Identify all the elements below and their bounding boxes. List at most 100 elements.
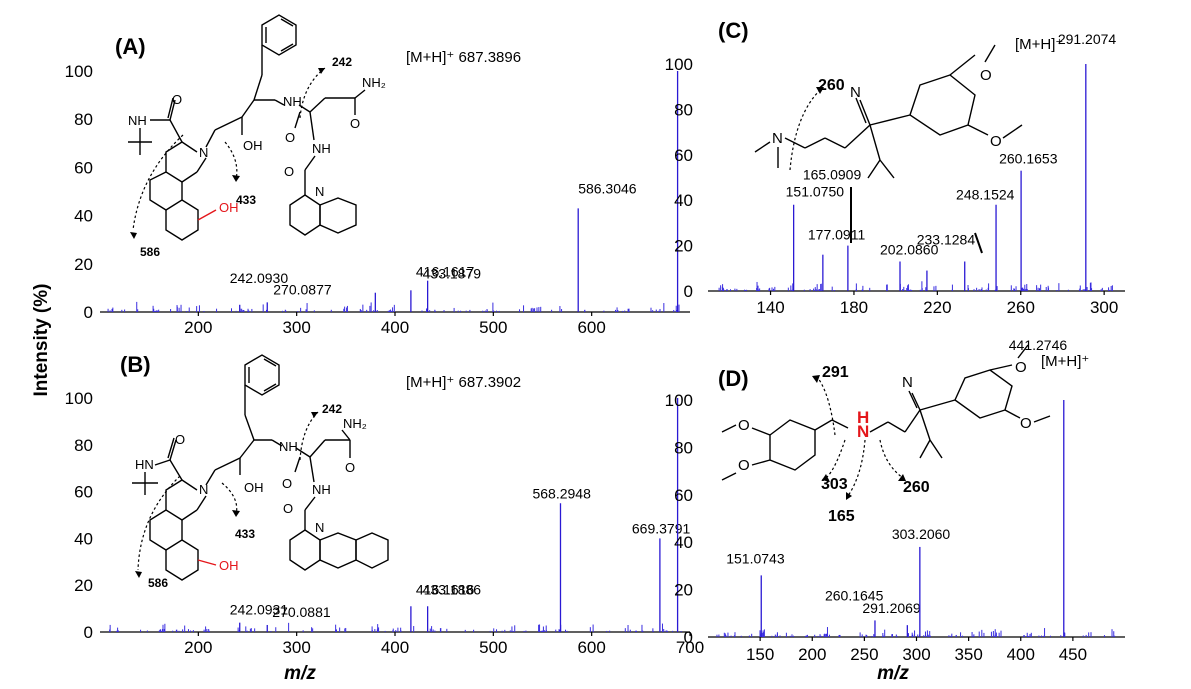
x-tick-label: 250 — [850, 645, 878, 664]
structure-d: O O H N N O O 291 303 165 — [721, 344, 1051, 525]
structure-b-nh-2: NH — [279, 439, 298, 454]
structure-c-o-1: O — [980, 67, 992, 84]
structure-a-o-2: O — [285, 130, 295, 145]
peak-label: 433.1879 — [423, 266, 482, 282]
x-tick-label: 500 — [479, 638, 507, 657]
peak-label: 233.1284 — [917, 231, 976, 247]
x-tick-label: 400 — [381, 318, 409, 337]
x-tick-label: 220 — [923, 298, 951, 317]
structure-c: N N O O 260 — [754, 44, 1023, 179]
structure-d-o-1: O — [738, 417, 750, 434]
peak-label: 291.2069 — [862, 600, 921, 616]
y-tick-label: 20 — [674, 581, 693, 600]
y-tick-label: 80 — [674, 100, 693, 119]
x-tick-label: 400 — [1007, 645, 1035, 664]
peak-label: 270.0877 — [273, 281, 332, 297]
y-tick-label: 20 — [74, 255, 93, 274]
x-tick-label: 600 — [577, 318, 605, 337]
peak-label: 586.3046 — [578, 180, 637, 196]
structure-b-o-4: O — [283, 501, 293, 516]
x-tick-label: 300 — [902, 645, 930, 664]
x-tick-label: 200 — [798, 645, 826, 664]
structure-d-n-red: N — [857, 422, 869, 441]
structure-a-oh-1: OH — [243, 138, 263, 153]
structure-b-n-ring: N — [199, 482, 208, 497]
structure-a: OH N OH O NH NH O O NH₂ NH — [128, 14, 386, 259]
structure-d-o-4: O — [1020, 415, 1032, 432]
peak-label: 441.2746 — [1009, 337, 1068, 353]
structure-c-n-amine: N — [772, 130, 783, 147]
y-tick-label: 0 — [84, 303, 93, 322]
structure-d-o-3: O — [1015, 359, 1027, 376]
peak-label: 669.3791 — [632, 520, 691, 536]
y-tick-label: 100 — [65, 62, 93, 81]
x-tick-label: 140 — [756, 298, 784, 317]
structure-a-oh-red: OH — [219, 200, 239, 215]
structure-a-nh-3: NH — [312, 141, 331, 156]
panel-b-precursor-label: [M+H]⁺ 687.3902 — [406, 374, 521, 391]
y-tick-label: 40 — [674, 533, 693, 552]
peak-label: 260.1653 — [999, 151, 1058, 167]
peak-label: 242.0931 — [230, 602, 289, 618]
peak-label: 242.0930 — [230, 270, 289, 286]
panel-c-letter: (C) — [718, 18, 749, 43]
structure-b-o-2: O — [282, 476, 292, 491]
y-tick-label: 20 — [74, 576, 93, 595]
y-tick-label: 60 — [674, 146, 693, 165]
x-tick-label: 300 — [282, 318, 310, 337]
peak-label: 151.0743 — [726, 550, 785, 566]
x-tick-label: 700 — [676, 638, 704, 657]
structure-c-o-2: O — [990, 133, 1002, 150]
panel-d-precursor-label: [M+H]⁺ — [1041, 353, 1089, 370]
y-tick-label: 80 — [74, 436, 93, 455]
structure-b-o-3: O — [345, 460, 355, 475]
structure-c-frag-260: 260 — [818, 77, 845, 94]
peak-label: 568.2948 — [532, 485, 591, 501]
structure-b-nh-3: NH — [312, 482, 331, 497]
y-tick-label: 40 — [74, 529, 93, 548]
panel-b-x-axis-title: m/z — [284, 663, 316, 684]
panel-d-letter: (D) — [718, 366, 749, 391]
peak-label: 270.0881 — [272, 604, 331, 620]
x-tick-label: 300 — [282, 638, 310, 657]
y-tick-label: 60 — [74, 158, 93, 177]
structure-d-frag-260: 260 — [903, 479, 930, 496]
structure-b-frag-586: 586 — [148, 576, 168, 590]
y-tick-label: 80 — [674, 438, 693, 457]
panel-a-precursor-label: [M+H]⁺ 687.3896 — [406, 49, 521, 66]
structure-a-o-1: O — [172, 92, 182, 107]
peak-label: 433.1886 — [423, 581, 482, 597]
y-tick-label: 100 — [65, 389, 93, 408]
structure-b-oh-red: OH — [219, 558, 239, 573]
structure-d-h-red: H — [857, 408, 869, 427]
peak-label: 416.1616 — [416, 581, 475, 597]
structure-c-n-nitrile: N — [850, 84, 861, 101]
structure-a-n-ring: N — [199, 145, 208, 160]
x-tick-label: 180 — [840, 298, 868, 317]
peak-label: 151.0750 — [786, 184, 845, 200]
x-tick-label: 600 — [577, 638, 605, 657]
structure-a-o-3: O — [350, 116, 360, 131]
structure-a-n-quin: N — [315, 184, 324, 199]
structure-b-hn: HN — [135, 457, 154, 472]
y-tick-label: 100 — [665, 391, 693, 410]
panel-b-letter: (B) — [120, 352, 151, 377]
y-tick-label: 60 — [74, 483, 93, 502]
y-tick-label: 80 — [74, 110, 93, 129]
y-tick-label: 0 — [684, 282, 693, 301]
structure-a-frag-586: 586 — [140, 245, 160, 259]
x-tick-label: 150 — [746, 645, 774, 664]
peak-label: 291.2074 — [1058, 31, 1117, 47]
panel-c-precursor-label: [M+H]⁺ — [1015, 36, 1063, 53]
y-axis-title: Intensity (%) — [31, 284, 52, 397]
panel-d-x-axis-title: m/z — [877, 663, 909, 684]
structure-d-frag-165: 165 — [828, 508, 855, 525]
